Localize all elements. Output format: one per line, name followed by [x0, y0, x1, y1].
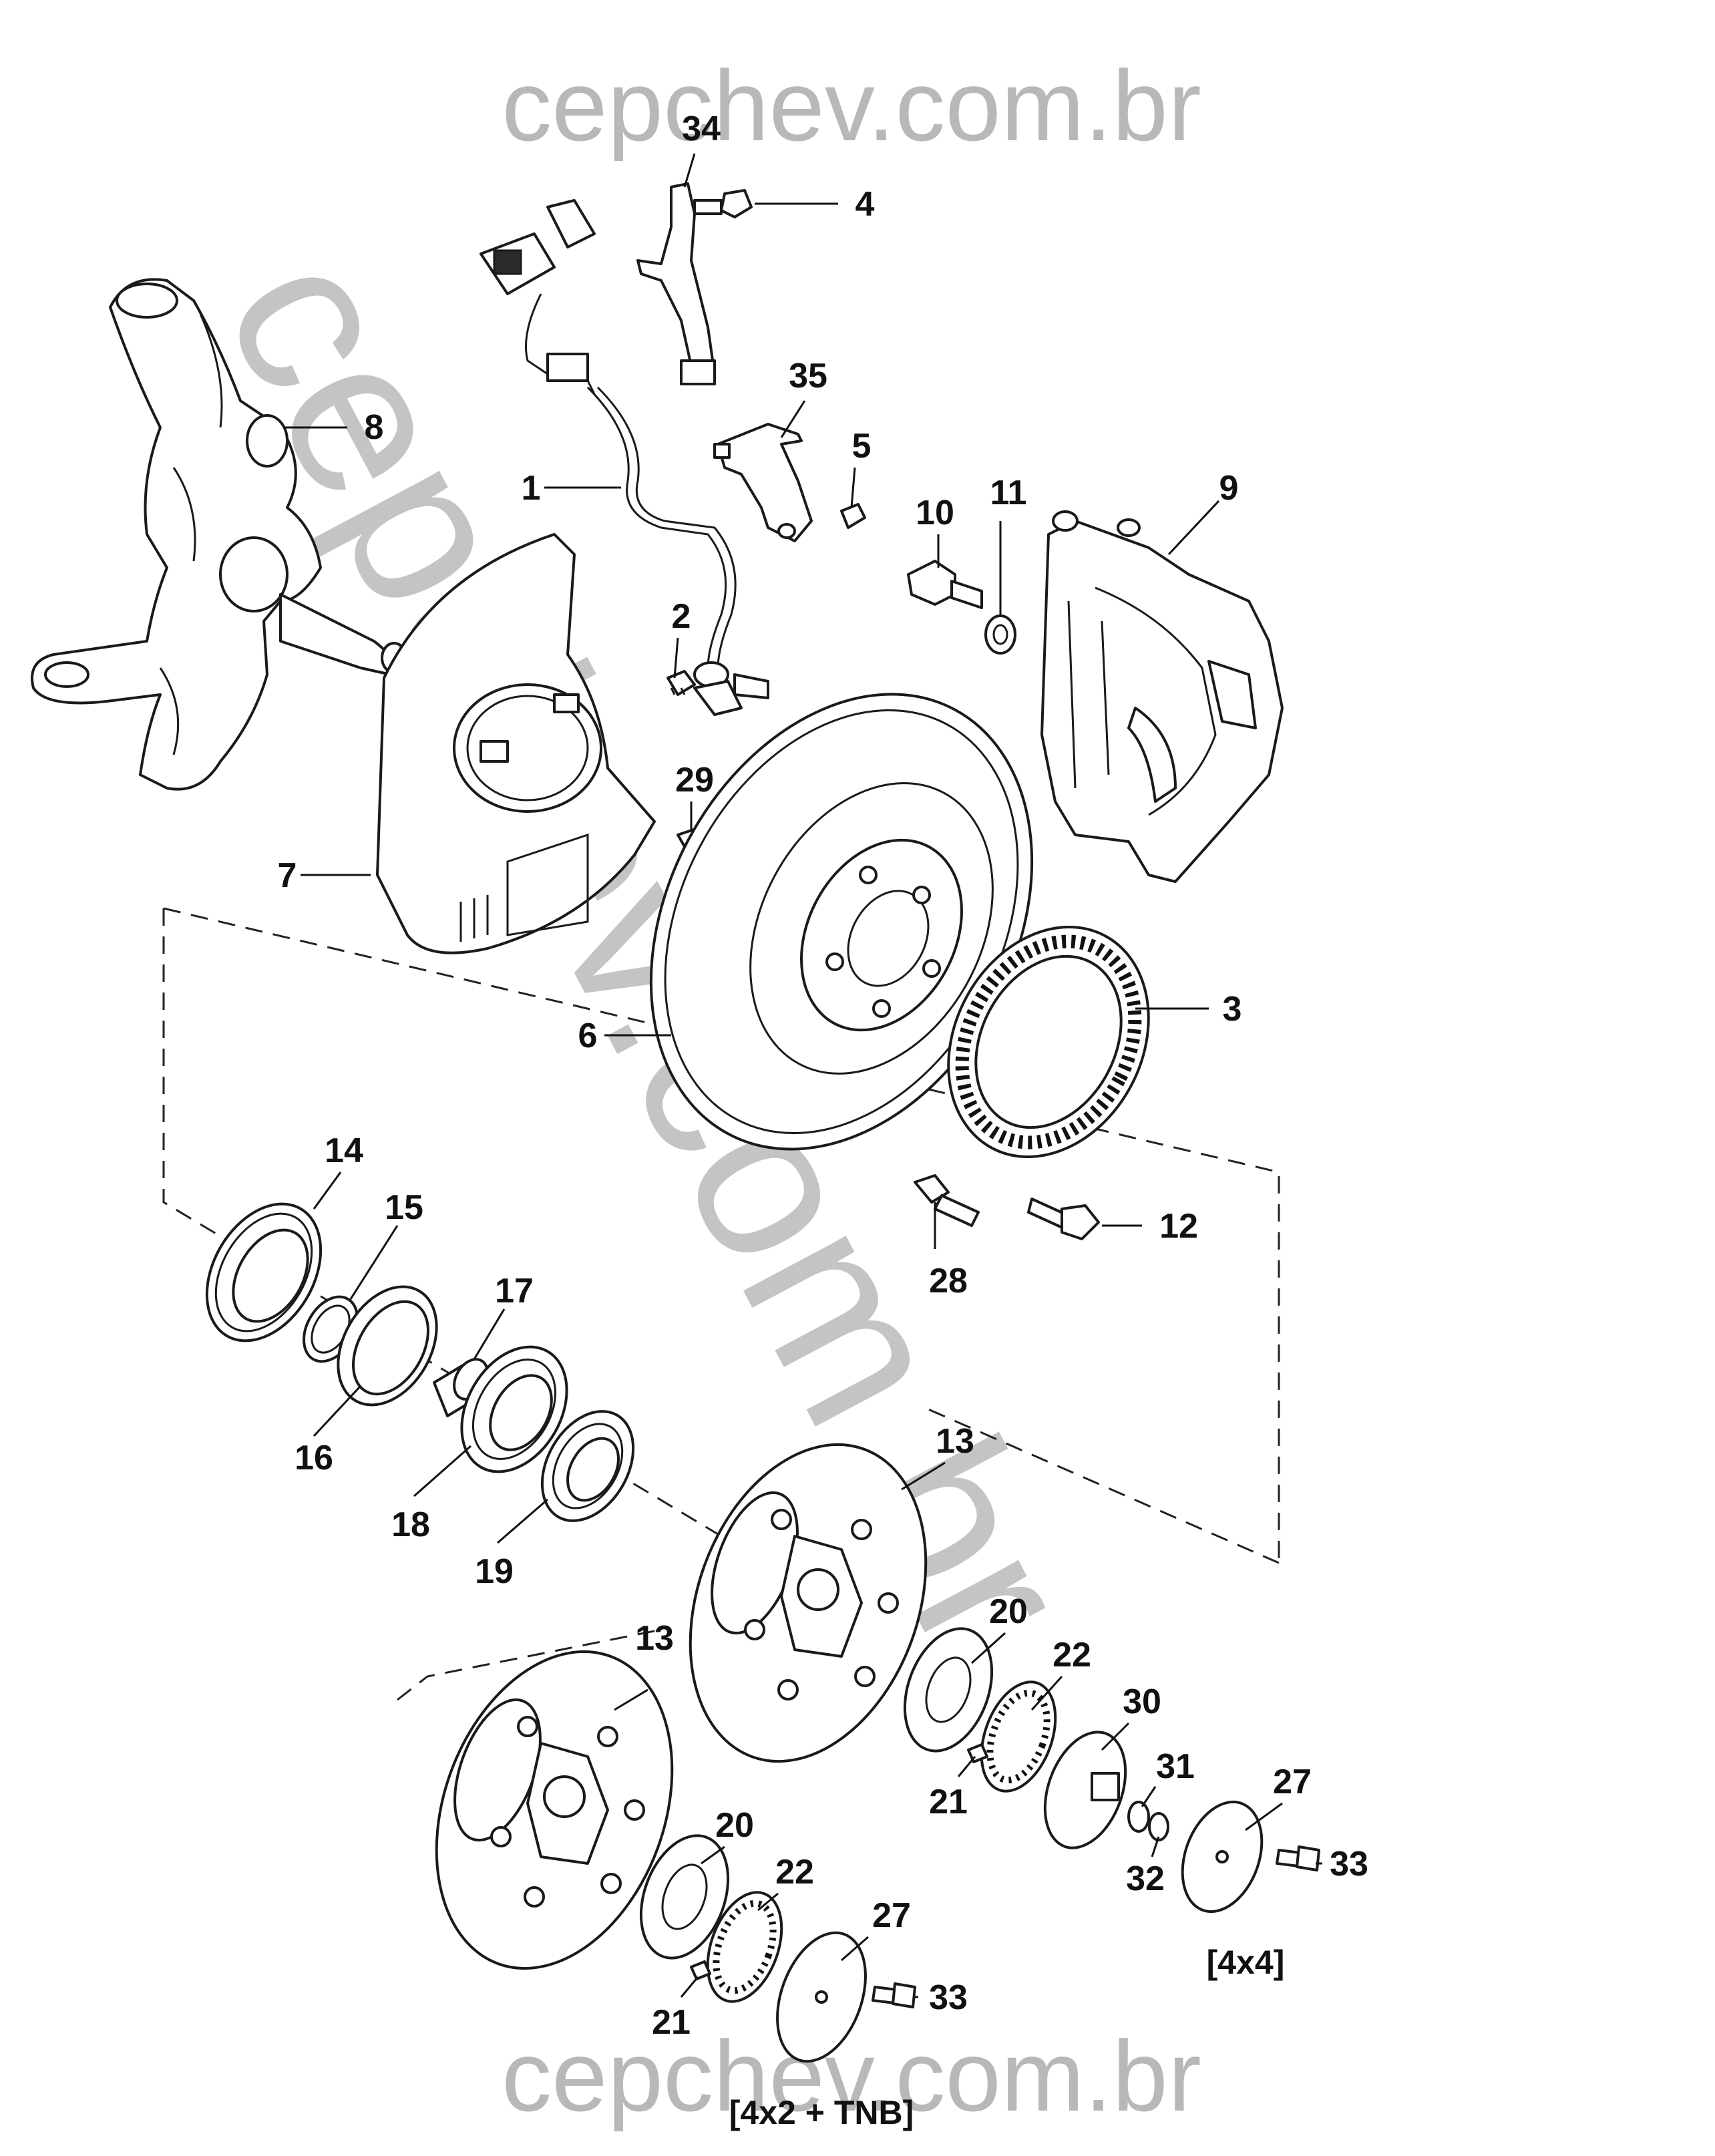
bolt-12 [1027, 1198, 1100, 1240]
bolt-33-4x2 [872, 1982, 916, 2008]
callout-13-4x4: 13 [936, 1422, 974, 1461]
sensor-bracket-34 [636, 182, 723, 385]
callout-16: 16 [295, 1439, 333, 1477]
watermark-top: cepchev.com.br [502, 49, 1201, 162]
shim-32 [1148, 1812, 1169, 1841]
bolt-10 [907, 560, 983, 609]
callout-14: 14 [325, 1131, 363, 1170]
callout-17: 17 [495, 1272, 534, 1310]
callout-2: 2 [672, 597, 691, 636]
callout-18: 18 [391, 1505, 430, 1544]
hub-spacer-20-4x4 [903, 1627, 994, 1753]
abs-sensor-harness [480, 199, 769, 716]
callout-32: 32 [1126, 1859, 1165, 1898]
callout-19: 19 [475, 1552, 514, 1591]
abs-tone-ring [947, 926, 1150, 1158]
bolt-28 [914, 1174, 980, 1227]
screw-21-4x2 [690, 1960, 711, 1980]
wheel-hub-4x2 [435, 1650, 674, 1970]
callout-10: 10 [916, 494, 954, 532]
brake-rotor [649, 693, 1034, 1151]
callout-7: 7 [278, 856, 297, 895]
snap-ring-31 [1127, 1801, 1150, 1833]
washer-11 [984, 614, 1016, 655]
callout-34: 34 [682, 110, 721, 148]
variant-label-4x4: [4x4] [1207, 1944, 1285, 1981]
callout-9: 9 [1219, 469, 1239, 508]
callout-20-4x4: 20 [989, 1592, 1028, 1631]
callout-8: 8 [365, 408, 384, 447]
callout-33-4x4: 33 [1330, 1845, 1368, 1883]
callout-28: 28 [929, 1262, 968, 1300]
hub-cap-27-4x4 [1181, 1800, 1264, 1914]
callout-33-4x2: 33 [929, 1978, 968, 2017]
bearing-18 [460, 1345, 568, 1473]
lock-washer-22-4x4 [980, 1680, 1057, 1793]
callout-21-4x2: 21 [652, 2003, 691, 2042]
callout-30: 30 [1123, 1682, 1161, 1721]
screw-5 [840, 503, 866, 529]
callout-27-4x4: 27 [1273, 1763, 1312, 1801]
callout-6: 6 [578, 1017, 598, 1055]
callout-15: 15 [385, 1188, 423, 1227]
callout-31: 31 [1156, 1747, 1195, 1786]
brake-dust-shield [376, 533, 656, 954]
callout-13-4x2: 13 [635, 1619, 674, 1658]
callout-12: 12 [1159, 1207, 1198, 1246]
brake-caliper [1040, 510, 1284, 883]
bearing-race-16 [337, 1285, 438, 1407]
nut-4 [720, 189, 753, 218]
variant-label-4x2-tnb: [4x2 + TNB] [729, 2094, 914, 2131]
bolt-33-4x4 [1276, 1845, 1320, 1871]
bracket-35 [713, 423, 813, 542]
callout-29: 29 [675, 761, 714, 799]
callout-5: 5 [852, 427, 872, 466]
callout-20-4x2: 20 [715, 1806, 754, 1845]
assembly-guide-lines [162, 907, 1280, 1701]
callout-35: 35 [789, 357, 827, 395]
callout-27-4x2: 27 [872, 1896, 911, 1935]
hub-spacer-20-4x2 [639, 1834, 730, 1960]
drive-flange-30 [1043, 1731, 1127, 1849]
leader-lines [284, 153, 1322, 1998]
callout-22-4x2: 22 [775, 1853, 814, 1892]
watermark-bottom: cepchev.com.br [502, 2020, 1201, 2132]
callout-4: 4 [855, 185, 875, 224]
hub-cap-27-4x2 [776, 1931, 867, 2063]
oil-seal-14 [205, 1202, 323, 1342]
sensor-bolt [666, 670, 696, 696]
callout-labels: 34 4 8 1 35 5 10 11 9 2 29 7 6 3 14 15 1… [278, 110, 1368, 2042]
callout-11: 11 [990, 474, 1027, 512]
wheel-hub-4x4 [689, 1443, 928, 1763]
bearing-19 [540, 1410, 635, 1522]
callout-22-4x4: 22 [1053, 1636, 1091, 1674]
callout-21-4x4: 21 [929, 1783, 968, 1821]
lock-washer-22-4x2 [706, 1891, 783, 2003]
callout-1: 1 [522, 469, 541, 508]
callout-3: 3 [1223, 990, 1242, 1029]
